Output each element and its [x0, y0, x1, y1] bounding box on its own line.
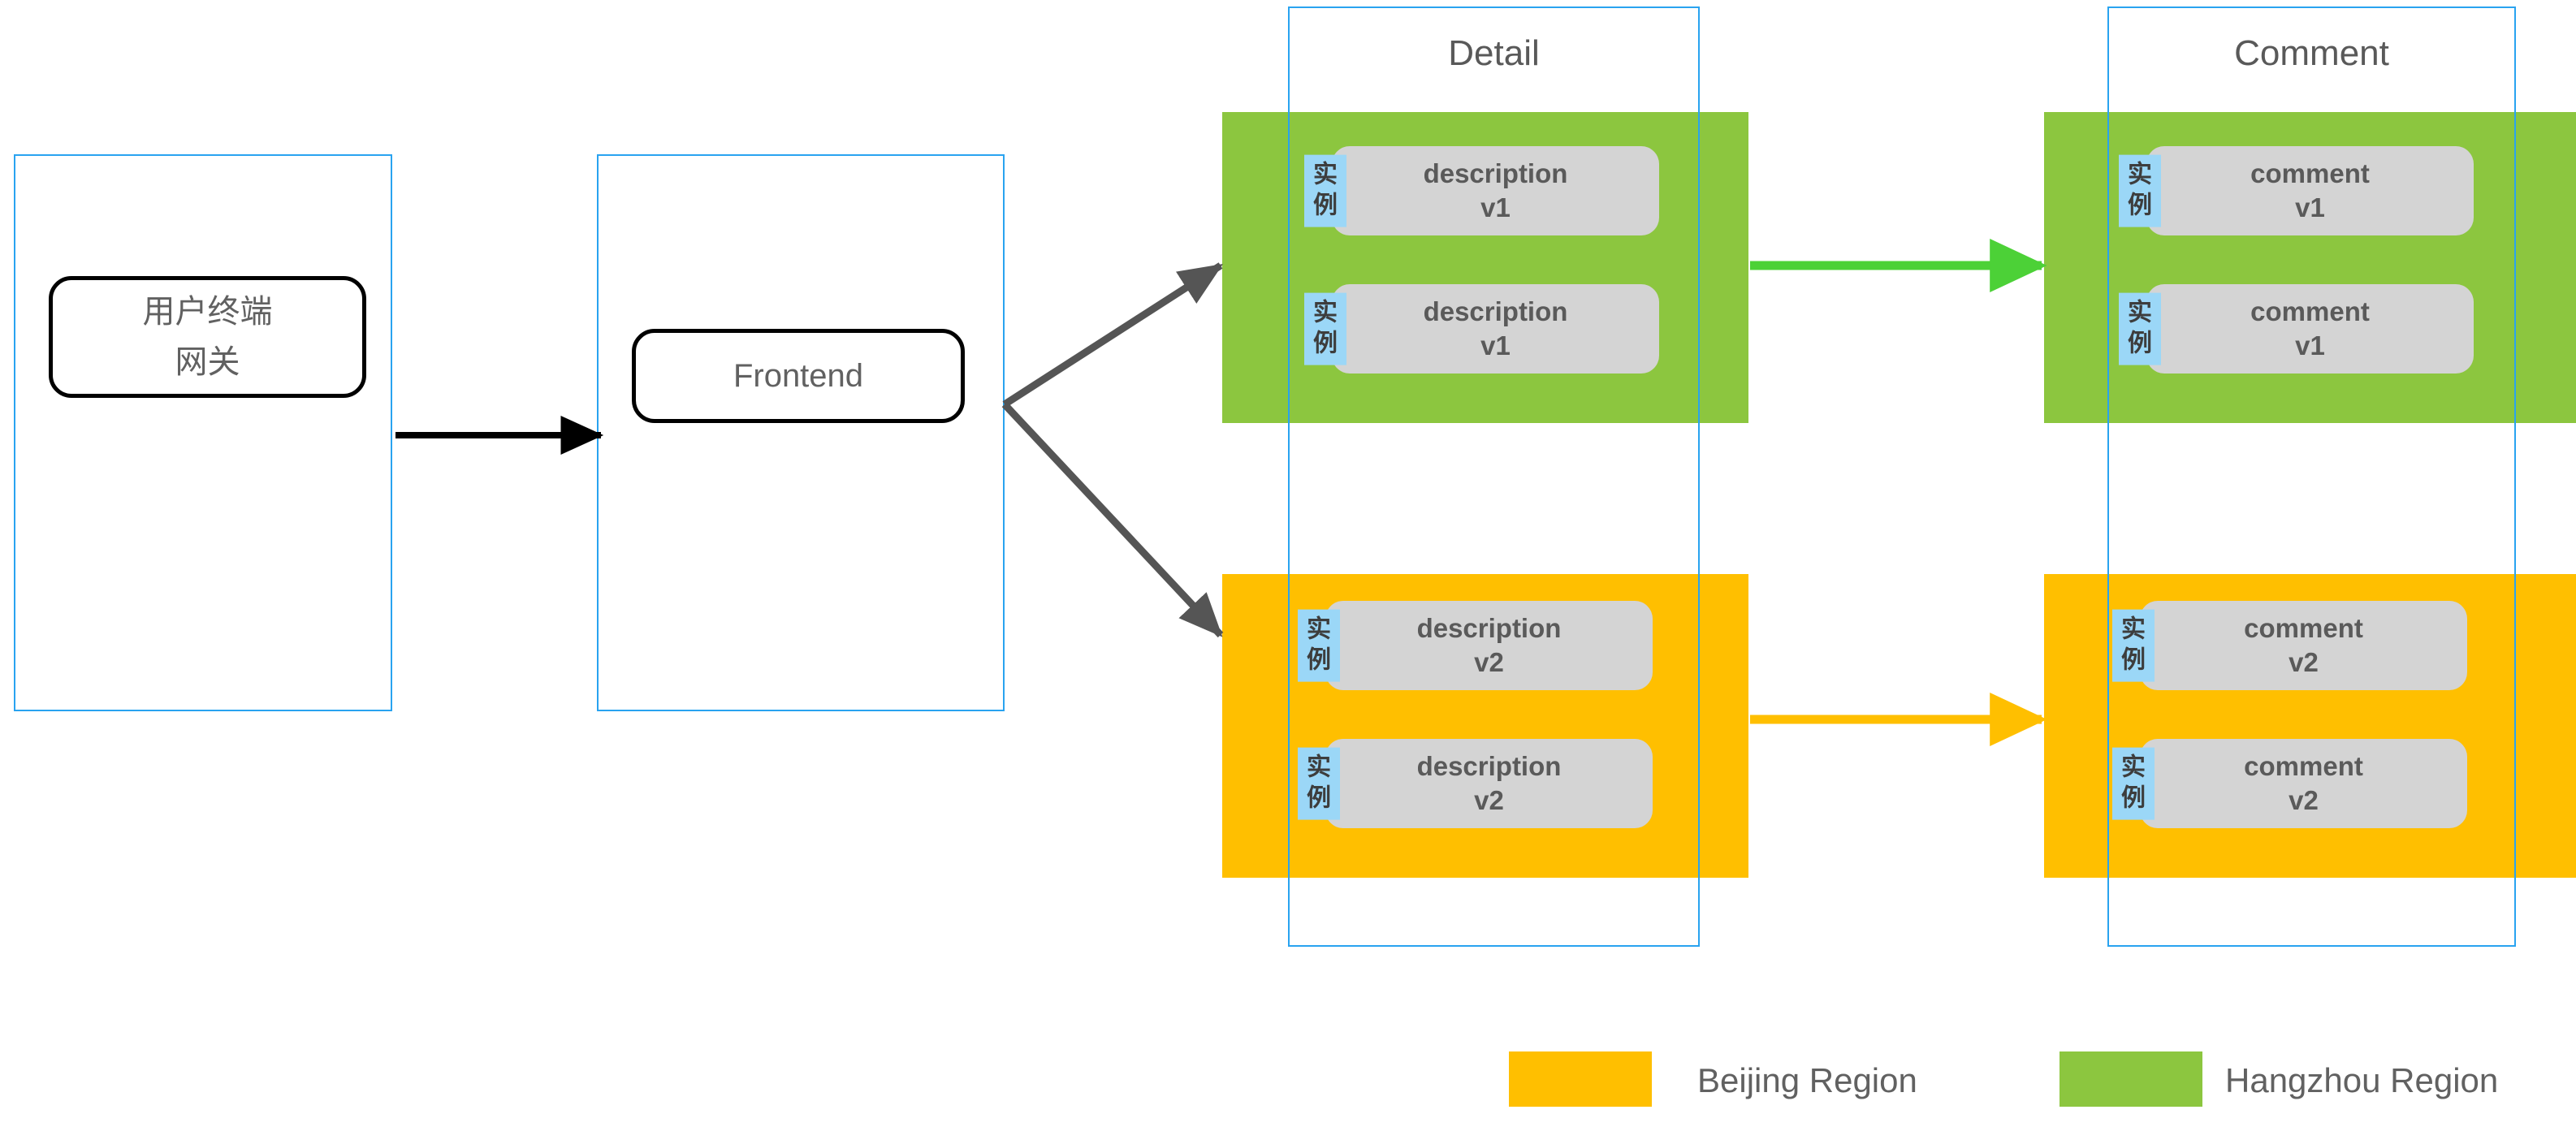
connector-frontend-to-detail-beijing — [1001, 401, 1224, 638]
instance-badge: 实 例 — [1304, 292, 1346, 365]
comment-hangzhou-card-1[interactable]: 实 例 comment v1 — [2119, 146, 2474, 235]
card-version: v1 — [1480, 192, 1511, 222]
instance-badge-char1: 实 — [2128, 299, 2152, 326]
client-group — [14, 154, 392, 711]
detail-group-title: Detail — [1448, 33, 1540, 73]
card-title: description — [1416, 612, 1562, 643]
instance-badge-char1: 实 — [2128, 161, 2152, 188]
comment-group-title: Comment — [2234, 33, 2389, 73]
card-version: v1 — [2295, 330, 2325, 361]
instance-badge-char1: 实 — [1307, 615, 1331, 643]
instance-badge-char1: 实 — [1313, 299, 1338, 326]
card-version: v2 — [2289, 785, 2319, 815]
instance-badge-char2: 例 — [1313, 330, 1338, 357]
frontend-node[interactable]: Frontend — [632, 329, 965, 423]
card-version: v2 — [1474, 647, 1504, 677]
card-title: comment — [2244, 612, 2363, 643]
instance-badge-char2: 例 — [2128, 192, 2152, 219]
comment-group — [2107, 6, 2516, 947]
comment-beijing-card-2[interactable]: 实 例 comment v2 — [2112, 739, 2467, 828]
card-version: v2 — [1474, 785, 1504, 815]
card-title: description — [1423, 296, 1568, 326]
instance-badge-char1: 实 — [2121, 753, 2146, 781]
instance-badge: 实 例 — [2112, 609, 2155, 682]
client-node[interactable]: 用户终端 网关 — [49, 276, 366, 398]
connector-frontend-to-detail-hangzhou — [1002, 262, 1224, 408]
instance-badge-char1: 实 — [1307, 753, 1331, 781]
instance-badge-char1: 实 — [1313, 161, 1338, 188]
card-version: v1 — [2295, 192, 2325, 222]
detail-hangzhou-card-1[interactable]: 实 例 description v1 — [1304, 146, 1659, 235]
instance-badge: 实 例 — [1298, 747, 1340, 820]
instance-badge-char2: 例 — [1307, 647, 1331, 674]
legend-label-beijing: Beijing Region — [1697, 1061, 1917, 1099]
client-node-line2: 网关 — [175, 344, 240, 380]
instance-badge-char2: 例 — [1313, 192, 1338, 219]
instance-badge-char2: 例 — [2121, 647, 2146, 674]
instance-badge-char2: 例 — [1307, 785, 1331, 812]
client-node-line1: 用户终端 — [142, 294, 273, 330]
instance-badge: 实 例 — [1304, 154, 1346, 227]
card-title: comment — [2250, 158, 2370, 188]
legend-swatch-beijing — [1509, 1051, 1652, 1107]
detail-group — [1288, 6, 1700, 947]
frontend-node-label: Frontend — [733, 358, 864, 394]
detail-hangzhou-card-2[interactable]: 实 例 description v1 — [1304, 284, 1659, 374]
instance-badge: 实 例 — [2119, 154, 2161, 227]
legend-label-hangzhou: Hangzhou Region — [2225, 1061, 2499, 1099]
instance-badge-char1: 实 — [2121, 615, 2146, 643]
card-title: comment — [2250, 296, 2370, 326]
card-title: description — [1416, 750, 1562, 781]
card-version: v2 — [2289, 647, 2319, 677]
card-title: comment — [2244, 750, 2363, 781]
legend-swatch-hangzhou — [2060, 1051, 2202, 1107]
detail-beijing-card-1[interactable]: 实 例 description v2 — [1298, 601, 1653, 690]
card-title: description — [1423, 158, 1568, 188]
instance-badge-char2: 例 — [2121, 785, 2146, 812]
comment-hangzhou-card-2[interactable]: 实 例 comment v1 — [2119, 284, 2474, 374]
instance-badge-char2: 例 — [2128, 330, 2152, 357]
instance-badge: 实 例 — [2119, 292, 2161, 365]
instance-badge: 实 例 — [1298, 609, 1340, 682]
detail-beijing-card-2[interactable]: 实 例 description v2 — [1298, 739, 1653, 828]
instance-badge: 实 例 — [2112, 747, 2155, 820]
comment-beijing-card-1[interactable]: 实 例 comment v2 — [2112, 601, 2467, 690]
card-version: v1 — [1480, 330, 1511, 361]
